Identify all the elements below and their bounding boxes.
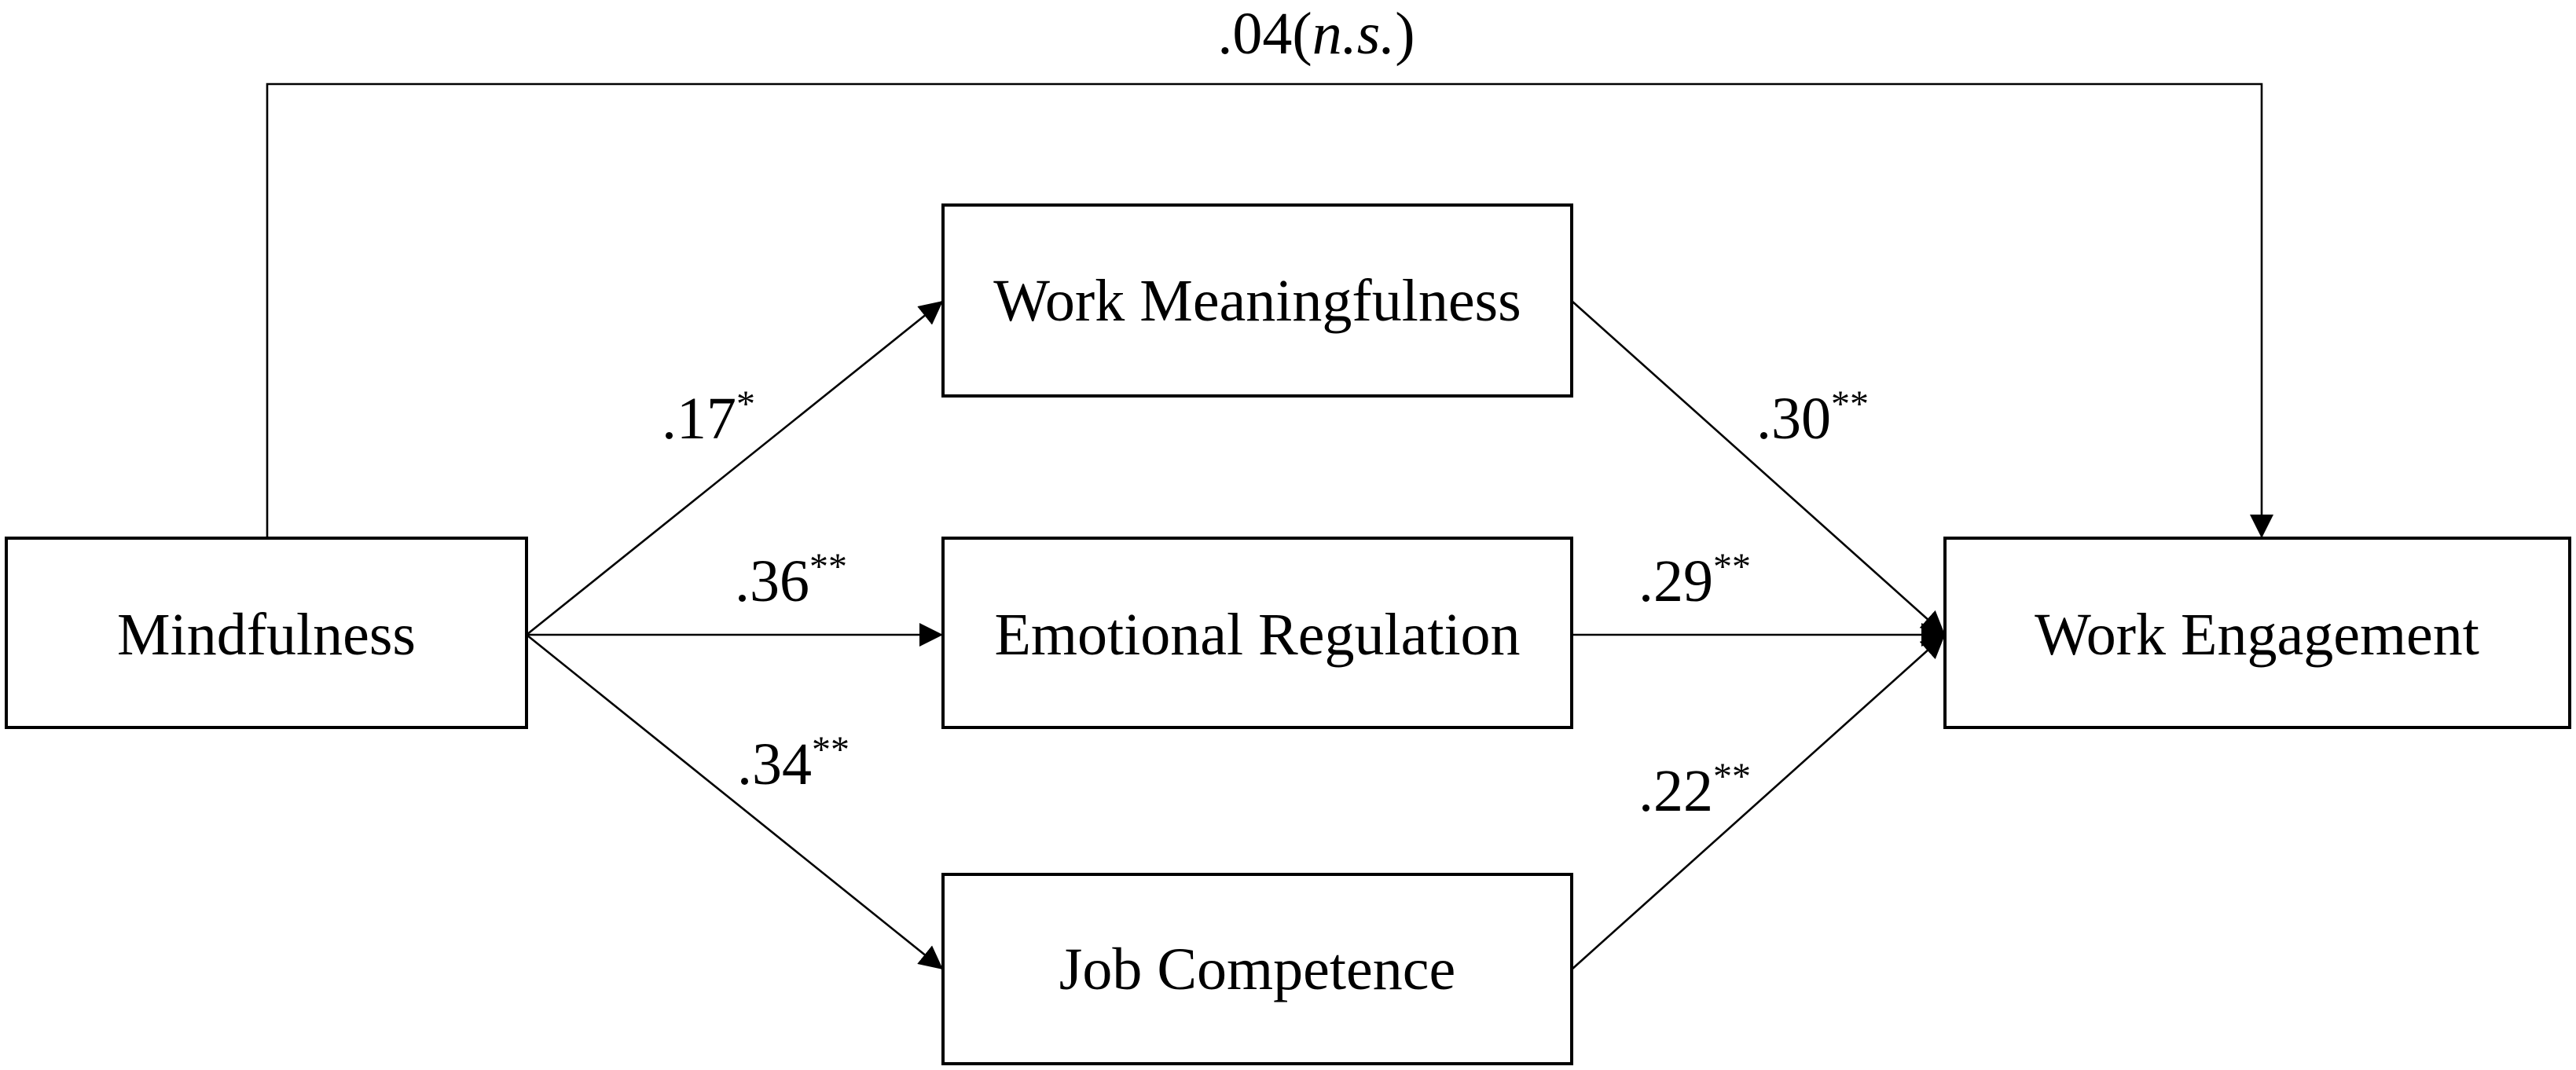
node-work-engagement: Work Engagement [1943,537,2571,729]
coef-mindfulness-to-job-competence: .34** [737,729,849,797]
node-emotional-regulation-label: Emotional Regulation [994,602,1520,668]
coef-value: .36 [735,548,809,614]
coef-value: .22 [1638,758,1713,824]
coef-job-competence-to-work-engagement: .22** [1638,756,1751,824]
direct-path-arrow [266,82,2273,538]
coef-value: .34 [737,731,812,797]
coef-direct: .04(n.s.) [1217,1,1415,67]
coef-value: .30 [1756,386,1831,452]
node-work-meaningfulness-label: Work Meaningfulness [993,268,1521,334]
node-job-competence: Job Competence [941,873,1573,1065]
coef-emotional-regulation-to-work-engagement: .29** [1638,546,1751,614]
node-mindfulness: Mindfulness [5,537,528,729]
coef-value: .17 [662,386,736,452]
coef-work-meaningfulness-to-work-engagement: .30** [1756,383,1869,452]
node-emotional-regulation: Emotional Regulation [941,537,1573,729]
coef-significance-stars: ** [812,729,849,771]
coef-direct-value: .04 [1217,1,1292,67]
node-mindfulness-label: Mindfulness [117,602,416,668]
node-work-meaningfulness: Work Meaningfulness [941,203,1573,398]
coef-value: .29 [1638,548,1713,614]
coef-significance-stars: ** [1713,756,1751,797]
coef-mindfulness-to-emotional-regulation: .36** [735,546,847,614]
coef-significance-stars: ** [809,546,847,588]
coef-direct-open-paren: ( [1292,1,1312,67]
arrow-mindfulness-to-work-meaningfulness [526,299,944,636]
node-work-engagement-label: Work Engagement [2035,602,2479,668]
arrow-job-competence-to-work-engagement [1571,634,1946,970]
coef-direct-close-paren: ) [1395,1,1415,67]
coef-significance-stars: ** [1831,383,1869,425]
arrow-mindfulness-to-job-competence [526,633,944,971]
node-job-competence-label: Job Competence [1059,936,1455,1002]
coef-direct-note: n.s. [1312,1,1396,67]
coef-significance-stars: ** [1713,546,1751,588]
coef-significance-stars: * [736,383,755,425]
coef-mindfulness-to-work-meaningfulness: .17* [662,383,755,452]
arrow-work-meaningfulness-to-work-engagement [1571,300,1946,636]
